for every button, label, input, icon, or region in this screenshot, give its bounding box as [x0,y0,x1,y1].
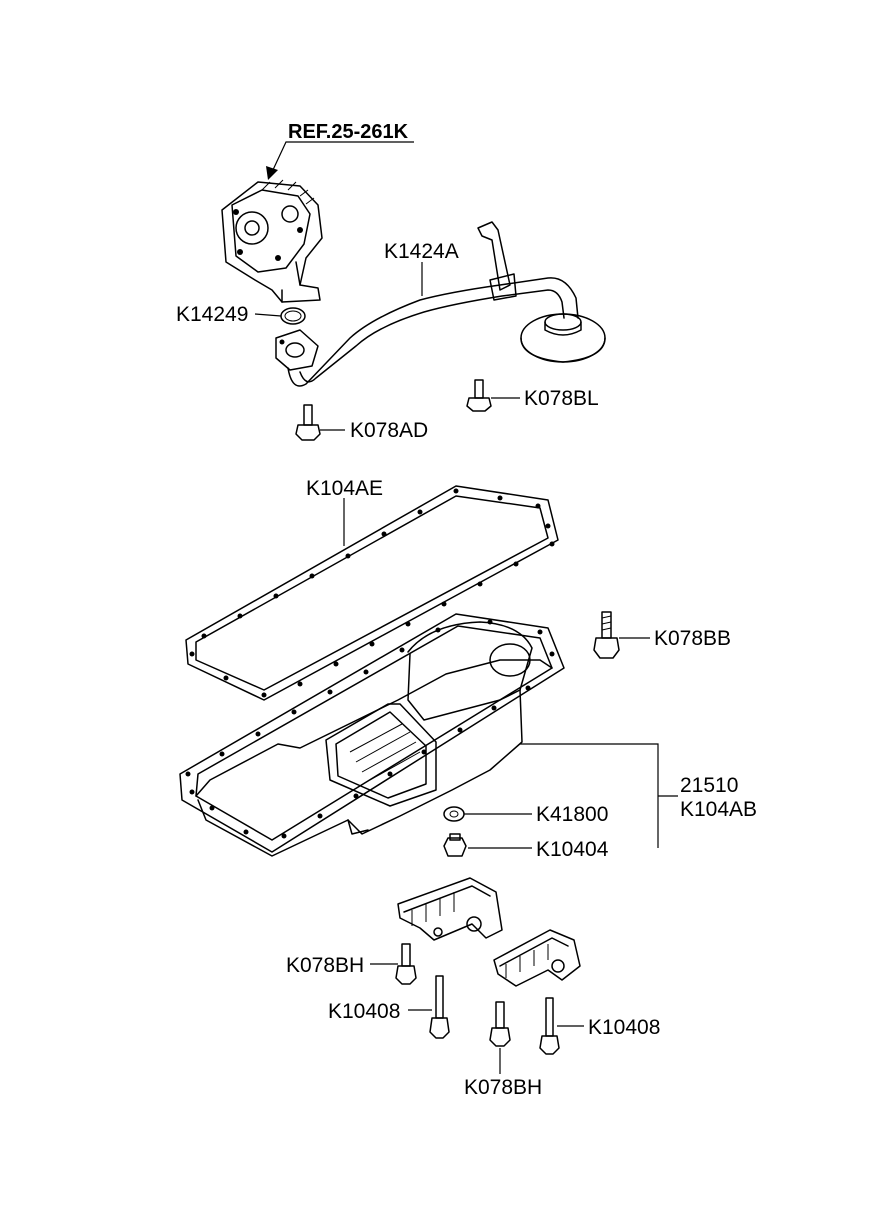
label-21510: 21510 [680,774,738,797]
label-k10408-1: K10408 [328,1000,400,1023]
label-k14249: K14249 [176,303,248,326]
label-k078bb: K078BB [654,627,731,650]
bolt-k078bh-2 [489,1001,511,1047]
label-k10408-2: K10408 [588,1016,660,1039]
label-k078bh-2: K078BH [464,1076,542,1099]
bolt-k078bh-1 [395,943,417,985]
oil-pan-drawing [179,613,565,857]
stiffener-bracket-2 [493,929,581,987]
bolt-k078bb [593,611,620,659]
label-k104ae: K104AE [306,477,383,500]
label-k078ad: K078AD [350,419,428,442]
label-k10404: K10404 [536,838,609,861]
label-k41800: K41800 [536,803,608,826]
bolt-k078ad [295,404,321,441]
washer-k41800 [443,806,465,822]
leader-21510 [520,743,659,848]
drain-plug-k10404 [443,833,467,857]
label-ref: REF.25-261K [288,121,409,143]
label-k078bl: K078BL [524,387,599,410]
oil-pump-drawing [221,179,323,303]
label-k104ab: K104AB [680,798,757,821]
stiffener-bracket-1 [397,877,503,941]
bolt-k10408-2 [539,997,560,1055]
ref-arrow-head [266,166,278,180]
oil-strainer-drawing [275,221,606,387]
bolt-k078bl [466,379,492,412]
ref-leader-line [271,141,414,173]
oil-pan-gasket [185,485,559,701]
label-k078bh-1: K078BH [286,954,364,977]
label-k1424a: K1424A [384,240,459,263]
bolt-k10408-1 [429,975,450,1039]
